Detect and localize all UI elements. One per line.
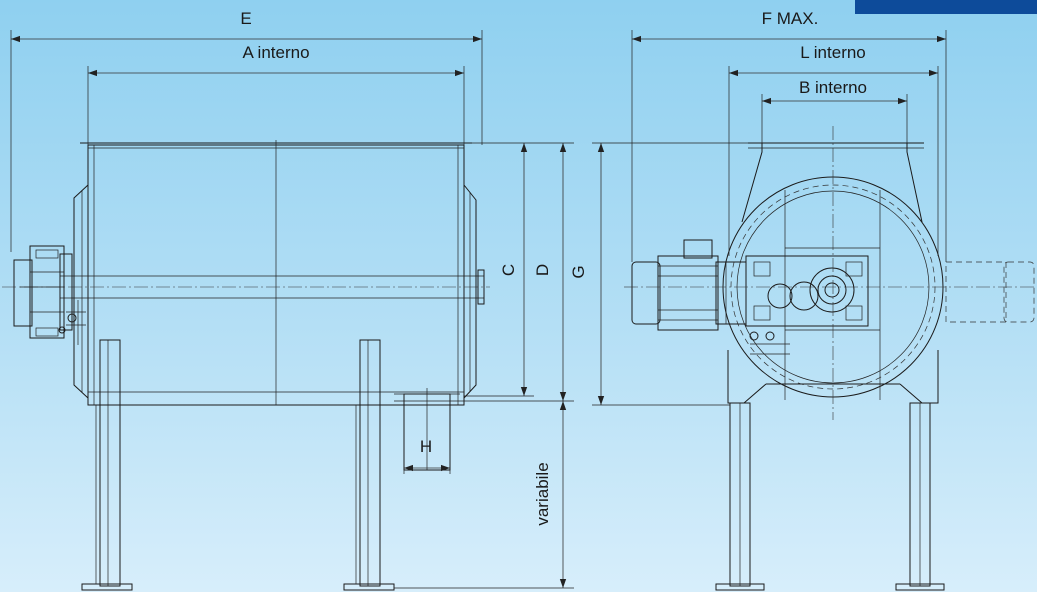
right-leg-brace [899, 350, 939, 404]
motor-body [657, 255, 719, 331]
label-L: L interno [800, 43, 866, 62]
left-foot [99, 339, 121, 587]
label-B: B interno [799, 78, 867, 97]
label-F: F MAX. [762, 9, 819, 28]
left-leg-brace [727, 350, 767, 404]
hopper-left [741, 143, 763, 223]
label-variabile: variabile [533, 462, 552, 525]
left-end-plate [73, 184, 89, 399]
label-G: G [569, 265, 588, 278]
gearbox [745, 255, 869, 327]
label-D: D [533, 264, 552, 276]
right-foot [359, 339, 381, 587]
label-A: A interno [242, 43, 309, 62]
label-E: E [240, 9, 251, 28]
hopper-right [906, 143, 923, 223]
front-view [592, 30, 1036, 591]
bearing-housing [13, 259, 33, 327]
side-view [2, 30, 574, 591]
corner-tab [855, 0, 1037, 14]
label-C: C [499, 264, 518, 276]
motor-fan [631, 261, 661, 325]
label-H: H [420, 437, 432, 456]
